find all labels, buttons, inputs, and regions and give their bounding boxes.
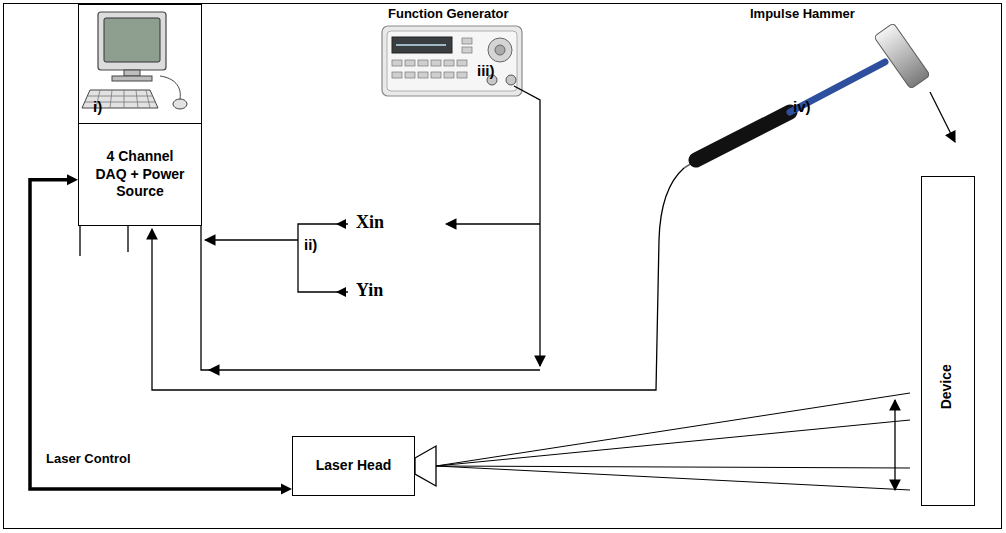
xin-wire <box>446 223 540 224</box>
callout-number: ii) <box>304 236 317 253</box>
device-label: Impulse Hammer <box>750 6 855 21</box>
box-text: i) <box>93 98 102 117</box>
signal-name: Xin <box>356 212 384 233</box>
mouse <box>173 99 187 109</box>
daq-input-lead <box>201 226 210 370</box>
generator-wire <box>514 86 540 366</box>
generator-panel <box>387 31 517 91</box>
output-connector <box>506 75 516 85</box>
callout-number: iv) <box>793 98 811 115</box>
function-generator-icon <box>382 26 522 96</box>
mouse-cord <box>160 76 180 99</box>
scan-arrow <box>894 400 895 490</box>
input-bracket <box>298 224 348 292</box>
screen <box>104 18 160 62</box>
generator-to-daq-wire <box>209 369 540 370</box>
monitor-stand <box>124 70 140 76</box>
bracket-to-daq-arrow <box>205 239 298 240</box>
signal-name: Yin <box>356 280 383 301</box>
laser-beams <box>436 393 910 490</box>
computer-icon <box>82 12 187 109</box>
daq-box: 4 Channel DAQ + Power Source <box>78 123 202 226</box>
laser-lens <box>415 446 436 486</box>
display-glow <box>396 44 446 46</box>
outer-frame <box>4 4 1002 529</box>
callout-number: iii) <box>477 62 495 79</box>
hammer-wire <box>152 168 684 390</box>
impact-arrow <box>930 92 955 142</box>
box-text: 4 Channel DAQ + Power Source <box>93 148 187 201</box>
monitor-base <box>112 76 152 81</box>
generator-display <box>392 37 452 53</box>
generator-knob <box>488 38 512 62</box>
impulse-hammer-icon <box>684 23 930 168</box>
computer-box: i) <box>78 4 202 124</box>
daq-channel-ticks <box>80 226 128 256</box>
box-text: Device <box>938 364 956 409</box>
device-label: Function Generator <box>388 6 509 21</box>
hammer-handle <box>696 112 790 160</box>
box-text: Laser Head <box>316 457 391 475</box>
hammer-head <box>874 23 930 89</box>
device-box: Device <box>921 176 975 506</box>
generator-buttons <box>392 38 472 78</box>
bracket-arrowheads <box>336 219 346 297</box>
laser-head-box: Laser Head <box>292 436 415 496</box>
generator-body <box>382 26 522 96</box>
connector-line <box>30 180 283 489</box>
monitor <box>98 12 166 70</box>
knob-center <box>495 45 505 55</box>
connector-label: Laser Control <box>44 451 133 466</box>
